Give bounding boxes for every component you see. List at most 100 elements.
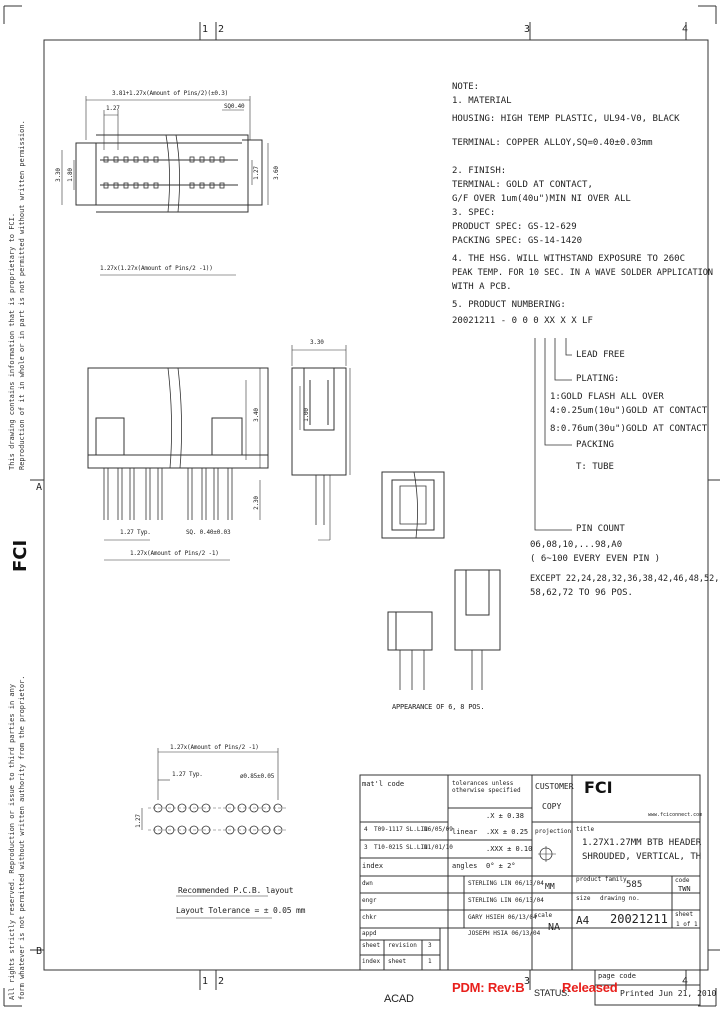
tb-dwn-name: STERLING LIN 06/13/04 (468, 880, 544, 887)
tb-size-label: size (576, 895, 591, 902)
legal-text-line3: All rights strictly reserved. Reproducti… (8, 683, 16, 1000)
note-line: WITH A PCB. (452, 282, 512, 292)
dim-right-b: 3.60 (272, 166, 280, 180)
packing-label: PACKING (576, 440, 614, 450)
tb-appd: appd (362, 930, 377, 937)
legal-text-line2: Reproduction of it in whole or in part i… (18, 120, 26, 470)
tb-sheet-label: sheet (675, 911, 694, 918)
note-line: 3. SPEC: (452, 208, 496, 218)
footer-status-label: STATUS: (534, 988, 570, 998)
product-number-format: 20021211 - 0 0 0 XX X X LF (452, 316, 593, 326)
tb-tol2: .XX ± 0.25 (486, 828, 529, 836)
tb-title-line2: SHROUDED, VERTICAL, TH (582, 852, 702, 862)
pcb-tolerance: Layout Tolerance = ± 0.05 mm (176, 906, 306, 915)
lead-free-label: LEAD FREE (576, 350, 625, 360)
grid-bottom-1: 1 (202, 976, 209, 987)
tb-engr: engr (362, 897, 377, 904)
legal-text-line4: form whatever is not permitted without w… (18, 675, 26, 1000)
dim-right-a: 1.27 (252, 166, 260, 180)
grid-top-3: 3 (524, 24, 531, 35)
tb-tol4: 0° ± 2° (486, 862, 516, 870)
tb-copy: COPY (542, 802, 562, 811)
note-line: TERMINAL: COPPER ALLOY,SQ=0.40±0.03mm (452, 138, 653, 148)
tb-rev-ecn: T10-0215 (374, 844, 403, 851)
tb-rev-ltr: 3 (364, 844, 368, 851)
dim-side-h2: 1.00 (302, 408, 310, 422)
tb-matl-code: mat'l code (362, 780, 405, 788)
note-line: G/F OVER 1um(40u")MIN NI OVER ALL (452, 194, 631, 204)
tb-appd-name: JOSEPH HSIA 06/13/04 (468, 930, 541, 937)
tb-rev-date: 26/05/09 (424, 826, 453, 833)
footer-status-value: Released (562, 980, 618, 995)
pin-count-line: 58,62,72 TO 96 POS. (530, 588, 633, 598)
tb-dwn: dwn (362, 880, 373, 887)
tb-product-family: 585 (626, 880, 643, 890)
pin-count-line: ( 6~100 EVERY EVEN PIN ) (530, 554, 661, 564)
tb-size: A4 (576, 914, 590, 927)
tb-website: www.fciconnect.com (648, 812, 703, 818)
tb-chkr: chkr (362, 914, 377, 921)
grid-top-1: 1 (202, 24, 209, 35)
note-line: 1. MATERIAL (452, 96, 512, 106)
tb-chkr-name: GARY HSIEH 06/13/04 (468, 914, 537, 921)
fci-side-logo: FCI (10, 539, 31, 572)
note-line: 2. FINISH: (452, 166, 507, 176)
tb-units: MM (545, 882, 555, 891)
dim-row-length: 1.27x(1.27x(Amount of Pins/2 -1)) (100, 265, 213, 272)
tb-sheet-col2: sheet (388, 958, 407, 965)
pin-count-line: EXCEPT 22,24,28,32,36,38,42,46,48,52,54,… (530, 574, 720, 584)
plating-label: PLATING: (576, 374, 620, 384)
footer-pdm-rev: PDM: Rev:B (452, 980, 525, 995)
tb-product-family-label: product family (576, 876, 627, 883)
tb-rev-by: SL.LIN (406, 826, 428, 833)
tb-angles: angles (452, 862, 478, 870)
tb-tol3: .XXX ± 0.10 (486, 845, 533, 853)
dim-pcb-hole: ø0.85±0.05 (240, 773, 275, 780)
tb-printed-date: Printed Jun 21, 2010 (620, 989, 717, 998)
tb-sheet-col: sheet (362, 942, 381, 949)
tb-scale-value: NA (548, 922, 561, 933)
dim-left-b: 1.80 (66, 168, 74, 182)
dim-side-h1: 3.40 (252, 408, 260, 422)
dim-side-width: 3.30 (310, 339, 324, 346)
tb-index-label: index (362, 862, 384, 870)
pin-count-line: 06,08,10,...98,A0 (530, 540, 623, 550)
tb-fci-logo: FCI (584, 778, 613, 797)
tb-sheet: 1 of 1 (676, 921, 698, 928)
grid-bottom-3: 3 (524, 976, 531, 987)
plating-option: 1:GOLD FLASH ALL OVER (550, 392, 664, 402)
dim-top-sq: SQ0.40 (224, 103, 245, 110)
note-line: TERMINAL: GOLD AT CONTACT, (452, 180, 593, 190)
tb-rev-by: SL.LIN (406, 844, 428, 851)
legal-text-line1: This drawing contains information that i… (8, 212, 16, 470)
note-line: 5. PRODUCT NUMBERING: (452, 300, 566, 310)
tb-sheet-value: 1 (428, 958, 432, 965)
tb-rev-ltr: 4 (364, 826, 368, 833)
notes-heading: NOTE: (452, 82, 480, 92)
note-line: PEAK TEMP. FOR 10 SEC. IN A WAVE SOLDER … (452, 268, 713, 278)
dim-left-a: 3.30 (54, 168, 62, 182)
plating-option: 4:0.25um(10u")GOLD AT CONTACT (550, 406, 708, 416)
tb-code-label: code (675, 877, 690, 884)
tb-rev-date: 21/01/10 (424, 844, 453, 851)
tb-projection: projection (535, 828, 572, 835)
dim-side-tail: 2.30 (252, 496, 260, 510)
tb-tol1: .X ± 0.38 (486, 812, 524, 820)
dim-front-sq: SQ. 0.40±0.03 (186, 529, 231, 536)
footer-acad: ACAD (384, 993, 414, 1005)
dim-front-pitch: 1.27 Typ. (120, 529, 151, 536)
pcb-caption: Recommended P.C.B. layout (178, 886, 294, 895)
tb-revision-col: revision (388, 942, 417, 949)
tb-dwg-label: drawing no. (600, 895, 640, 902)
dim-top-overall: 3.81+1.27x(Amount of Pins/2)(±0.3) (112, 90, 229, 97)
tb-page-code: page code (598, 972, 636, 980)
tb-title-label: title (576, 826, 595, 833)
tb-tolerance-header: tolerances unless otherwise specified (452, 780, 521, 794)
tb-dwg-number: 20021211 (610, 912, 668, 926)
packing-tube: T: TUBE (576, 462, 614, 472)
grid-bottom-4: 4 (682, 976, 689, 987)
tb-title-line1: 1.27X1.27MM BTB HEADER (582, 838, 702, 848)
dim-pcb-length: 1.27x(Amount of Pins/2 -1) (170, 744, 259, 751)
tb-linear: linear (452, 828, 478, 836)
